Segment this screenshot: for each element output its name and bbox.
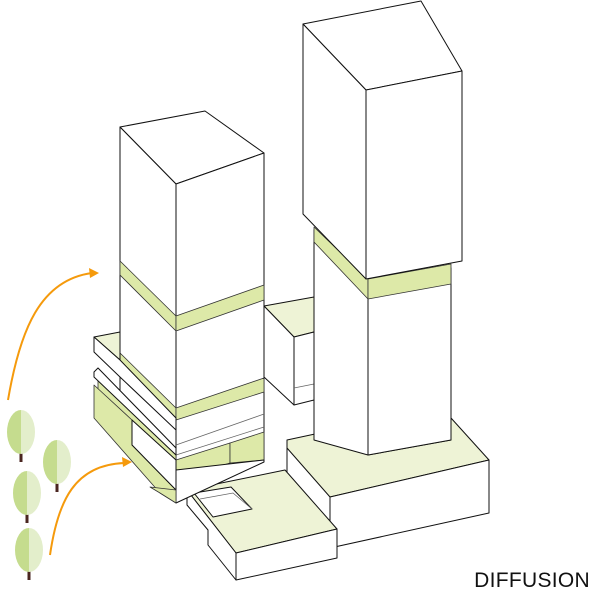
tree-icon: [13, 471, 41, 523]
diagram-caption: DIFFUSION: [474, 569, 590, 592]
tree-icon: [43, 440, 71, 492]
front-plaza: [186, 469, 338, 581]
left-podium: [93, 331, 265, 504]
flow-arrow-icon: [7, 268, 99, 401]
tree-icon: [15, 528, 43, 580]
middle-block: [263, 296, 315, 406]
left-tower: [119, 110, 265, 491]
tree-icon: [7, 410, 35, 462]
right-tower: [302, 0, 463, 456]
flow-arrow-icon: [49, 457, 132, 556]
